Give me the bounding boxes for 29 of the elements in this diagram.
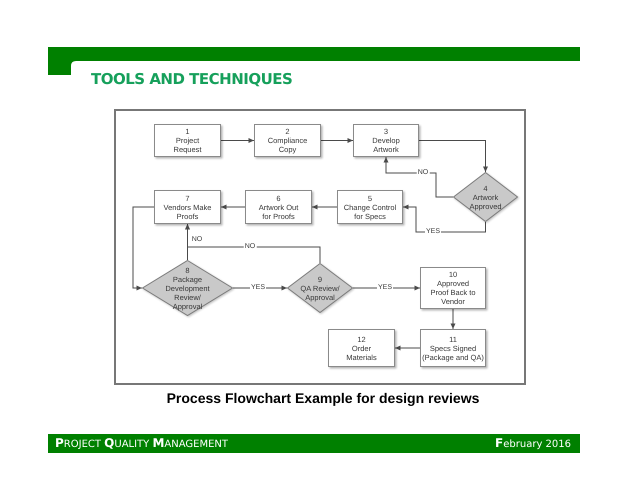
process-box bbox=[328, 329, 395, 367]
arrow bbox=[312, 204, 338, 210]
decision-diamond bbox=[287, 263, 353, 313]
footer-title: PROJECT QUALITY MANAGEMENT bbox=[55, 436, 228, 452]
arrow bbox=[402, 204, 486, 232]
arrow bbox=[185, 224, 320, 264]
process-box bbox=[154, 124, 221, 157]
arrow bbox=[450, 308, 456, 330]
arrow bbox=[384, 156, 454, 198]
arrow bbox=[132, 206, 154, 290]
process-box bbox=[245, 190, 312, 224]
footer-date: February 2016 bbox=[495, 436, 571, 452]
arrow bbox=[220, 138, 254, 143]
process-box bbox=[154, 190, 221, 224]
arrow bbox=[320, 138, 354, 143]
process-box bbox=[420, 267, 486, 309]
process-box bbox=[254, 124, 321, 157]
arrow bbox=[220, 204, 246, 210]
process-box bbox=[353, 124, 419, 157]
arrow bbox=[352, 286, 420, 290]
arrow bbox=[232, 286, 288, 290]
arrow bbox=[418, 140, 488, 172]
decision-diamond bbox=[453, 172, 518, 222]
decision-diamond bbox=[142, 260, 233, 316]
slide-title: TOOLS AND TECHNIQUES bbox=[91, 70, 292, 88]
arrow bbox=[394, 346, 420, 350]
process-box bbox=[337, 190, 403, 224]
figure-caption: Process Flowchart Example for design reviews bbox=[166, 390, 480, 406]
process-box bbox=[420, 329, 486, 367]
